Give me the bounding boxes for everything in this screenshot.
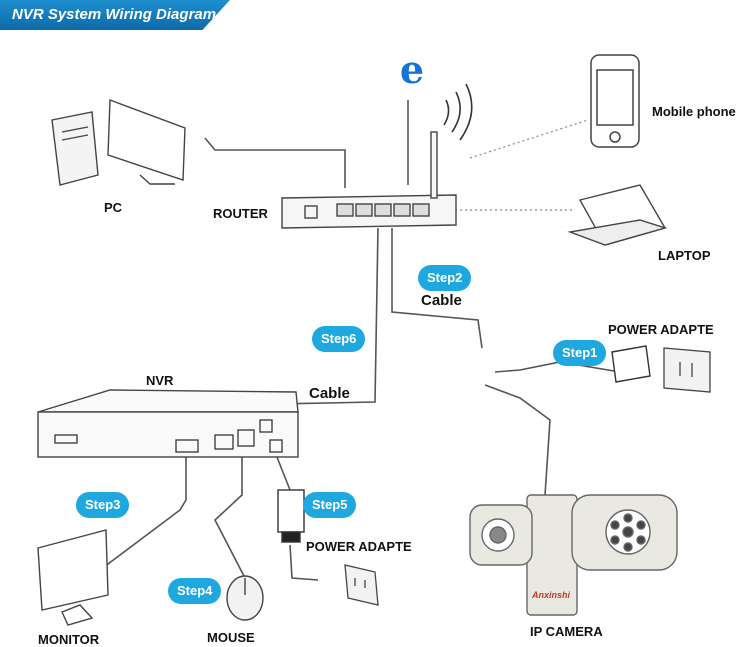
step4-badge: Step4 xyxy=(168,578,222,604)
step5-badge: Step5 xyxy=(303,492,357,518)
step2-badge: Step2 xyxy=(418,265,472,291)
camera-pigtail xyxy=(484,384,551,496)
camera-power-adapter xyxy=(611,345,651,383)
mouse-cable xyxy=(214,452,246,579)
pc-monitor xyxy=(107,99,186,185)
power-adapter-camera-label: POWER ADAPTE xyxy=(608,322,714,337)
pc-label: PC xyxy=(104,200,123,215)
internet-explorer-icon: e xyxy=(399,47,425,92)
nvr-box xyxy=(37,389,299,458)
nvr-adapter-plug-cable xyxy=(289,544,319,581)
pc-router-cable xyxy=(204,137,346,188)
laptop xyxy=(567,184,668,246)
monitor-label: MONITOR xyxy=(38,632,100,647)
router-camera-cable-label: Cable xyxy=(421,292,462,309)
pc-tower xyxy=(51,111,99,186)
wifi-link-mobile xyxy=(469,119,589,159)
router xyxy=(281,131,457,229)
step1-badge: Step1 xyxy=(553,340,607,366)
step6-badge: Step6 xyxy=(312,326,366,352)
router-label: ROUTER xyxy=(213,206,268,221)
title-banner xyxy=(0,0,230,30)
mouse-label: MOUSE xyxy=(207,630,255,645)
router-camera-cable xyxy=(391,228,483,349)
mobile-phone xyxy=(590,54,640,148)
power-adapter-nvr-label: POWER ADAPTE xyxy=(306,539,412,554)
step3-badge: Step3 xyxy=(76,492,130,518)
camera-brand-label: Anxinshi xyxy=(531,590,571,600)
nvr-power-cable xyxy=(274,451,291,491)
diagram-title: NVR System Wiring Diagram xyxy=(12,6,217,23)
nvr-router-cable-label: Cable xyxy=(309,385,350,402)
camera-power-cable xyxy=(494,361,621,373)
monitor xyxy=(37,529,109,626)
nvr-label: NVR xyxy=(146,373,174,388)
wall-socket-left xyxy=(344,564,379,606)
laptop-label: LAPTOP xyxy=(658,248,711,263)
wifi-icon xyxy=(443,83,473,141)
nvr-power-adapter xyxy=(277,489,305,543)
wall-socket-right xyxy=(663,347,711,393)
ip-camera xyxy=(469,494,678,616)
mobile-phone-label: Mobile phone xyxy=(652,104,736,119)
monitor-cable xyxy=(99,455,187,571)
ip-camera-label: IP CAMERA xyxy=(530,624,603,639)
mouse xyxy=(226,575,264,621)
